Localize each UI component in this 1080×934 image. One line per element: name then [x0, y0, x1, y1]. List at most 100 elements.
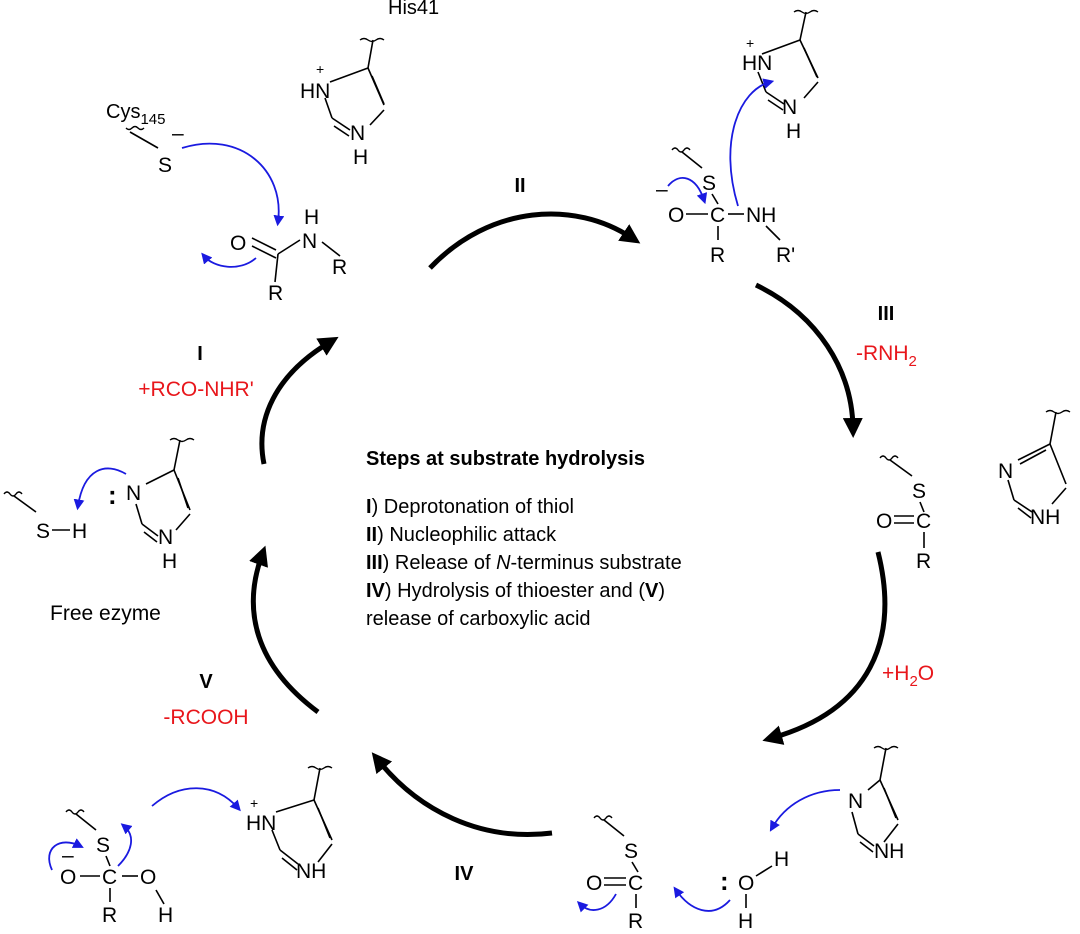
- cycle-arrow-H2O: [762, 551, 888, 745]
- structure-free-enzyme: S H : N N H Free ezyme: [3, 437, 195, 625]
- structure-collapse-intermediate: S C O – O H R HN + NH: [48, 765, 333, 927]
- free-enzyme-label: Free ezyme: [50, 602, 161, 625]
- svg-text:C: C: [628, 872, 643, 895]
- svg-text:O: O: [140, 866, 156, 889]
- electron-arrow-reform-carbonyl: [667, 177, 708, 205]
- svg-text:H: H: [774, 848, 789, 871]
- svg-text:O: O: [586, 872, 602, 895]
- step-label-II: II: [514, 175, 525, 197]
- svg-text:H: H: [304, 206, 319, 229]
- his41-label: His41: [388, 0, 439, 19]
- cycle-arrow-I: [259, 336, 339, 465]
- svg-text:S: S: [96, 834, 110, 857]
- svg-text:N: N: [302, 230, 317, 253]
- structure-tetrahedral-intermediate: HN + N H S C O – NH R' R: [656, 9, 819, 267]
- svg-text:HN: HN: [742, 52, 772, 75]
- svg-text:H: H: [353, 146, 368, 169]
- electron-arrow-proton-transfer: [151, 787, 241, 812]
- svg-text:O: O: [60, 866, 76, 889]
- svg-text:–: –: [656, 178, 668, 201]
- legend-step-3: III) Release of N-terminus substrate: [366, 552, 682, 574]
- cys145-label: Cys145: [106, 101, 165, 128]
- svg-text:R: R: [102, 904, 117, 927]
- svg-text:NH: NH: [1030, 506, 1060, 529]
- electron-arrow-water-attack: [673, 886, 731, 912]
- svg-text:R: R: [628, 910, 643, 933]
- svg-text:+: +: [250, 795, 258, 811]
- step-label-IV: IV: [455, 863, 475, 885]
- legend-step-4-cont: release of carboxylic acid: [366, 608, 591, 630]
- reagent-h2o: +H2O: [882, 662, 934, 690]
- svg-text:H: H: [72, 520, 87, 543]
- svg-text:O: O: [230, 232, 246, 255]
- svg-text:–: –: [62, 844, 74, 867]
- svg-text:C: C: [102, 866, 117, 889]
- electron-arrow-thiol-leave: [117, 823, 133, 867]
- his-nh-plus: HN: [300, 80, 330, 103]
- svg-text:R: R: [916, 550, 931, 573]
- legend-step-2: II) Nucleophilic attack: [366, 524, 557, 546]
- cycle-arrow-IV: [371, 752, 553, 837]
- svg-text:N: N: [126, 482, 141, 505]
- reagent-I: +RCO-NHR': [138, 378, 253, 401]
- svg-text:O: O: [668, 204, 684, 227]
- step-label-V: V: [199, 671, 213, 693]
- svg-text:H: H: [738, 910, 753, 933]
- legend-step-4: IV) Hydrolysis of thioester and (V): [366, 580, 666, 602]
- svg-text:C: C: [916, 510, 931, 533]
- svg-text:H: H: [158, 904, 173, 927]
- step-label-I: I: [197, 343, 203, 365]
- svg-text:R: R: [710, 244, 725, 267]
- svg-text::: :: [108, 480, 117, 510]
- svg-text:O: O: [738, 872, 754, 895]
- step-label-III: III: [878, 303, 895, 325]
- svg-text:+: +: [746, 35, 754, 51]
- electron-arrow-deprotonate-water: [769, 789, 841, 832]
- svg-text:S: S: [624, 840, 638, 863]
- cycle-arrows: [249, 211, 888, 837]
- svg-text:–: –: [172, 122, 184, 145]
- svg-text:S: S: [702, 172, 716, 195]
- svg-text:N: N: [782, 96, 797, 119]
- svg-text:H: H: [162, 550, 177, 573]
- svg-text:NH: NH: [746, 204, 776, 227]
- svg-text:H: H: [786, 120, 801, 143]
- structure-acyl-enzyme: S C O R N NH: [876, 409, 1071, 573]
- svg-text::: :: [720, 866, 729, 896]
- svg-text:N: N: [158, 526, 173, 549]
- step-labels: II III -RNH2 +H2O IV V -RCOOH I +RCO-NHR…: [138, 175, 934, 885]
- svg-text:N: N: [998, 460, 1013, 483]
- electron-arrow-thiol-deprotonation: [73, 467, 127, 511]
- reagent-III: -RNH2: [856, 342, 917, 370]
- svg-text:R': R': [776, 244, 795, 267]
- svg-text:NH: NH: [874, 840, 904, 863]
- cycle-arrow-III: [754, 282, 863, 438]
- reagent-V: -RCOOH: [163, 706, 248, 729]
- svg-text:S: S: [158, 154, 172, 177]
- legend-step-1: I) Deprotonation of thiol: [366, 496, 574, 518]
- his-nh: N: [350, 122, 365, 145]
- legend-title: Steps at substrate hydrolysis: [366, 448, 645, 470]
- electron-arrow-carbonyl: [201, 252, 257, 268]
- cycle-arrow-II: [428, 211, 641, 270]
- structure-water-attack: N NH : O H H S C O R: [576, 745, 904, 933]
- svg-text:NH: NH: [296, 860, 326, 883]
- electron-arrow-oxyanion-collapse: [48, 838, 84, 871]
- svg-text:O: O: [876, 510, 892, 533]
- svg-text:+: +: [316, 61, 324, 77]
- svg-text:HN: HN: [246, 812, 276, 835]
- svg-text:R: R: [332, 256, 347, 279]
- steps-legend: Steps at substrate hydrolysis I) Deproto…: [366, 448, 806, 633]
- svg-text:S: S: [912, 480, 926, 503]
- cycle-arrow-V: [249, 545, 320, 715]
- svg-text:S: S: [36, 520, 50, 543]
- electron-arrow-protonate-amine: [729, 78, 775, 207]
- electron-arrow-carbonyl-oxyanion: [576, 893, 617, 913]
- structure-substrate-binding: His41 HN + N H Cys145 S – O R N H R: [106, 0, 439, 305]
- svg-text:R: R: [268, 282, 283, 305]
- electron-arrow-thiolate-attack: [181, 142, 285, 227]
- svg-text:C: C: [710, 204, 725, 227]
- svg-text:N: N: [848, 790, 863, 813]
